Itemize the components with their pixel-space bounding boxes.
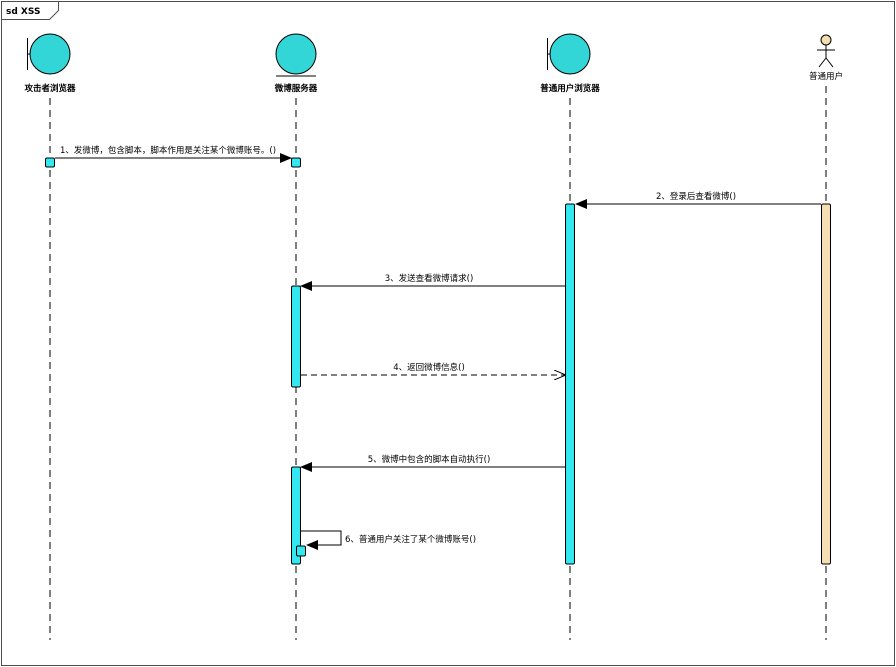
lifeline-label-server: 微博服务器 bbox=[274, 83, 318, 94]
message-label: 2、登录后查看微博() bbox=[656, 191, 736, 202]
activations bbox=[45, 157, 831, 565]
message-4: 4、返回微博信息() bbox=[301, 362, 565, 375]
lifeline-label-attacker: 攻击者浏览器 bbox=[24, 83, 76, 94]
entity-icon bbox=[275, 33, 317, 77]
message-2: 2、登录后查看微博() bbox=[575, 191, 821, 209]
boundary-icon bbox=[547, 33, 591, 75]
message-label: 6、普通用户关注了某个微博账号() bbox=[345, 534, 476, 545]
boundary-icon bbox=[27, 33, 71, 75]
message-arrow bbox=[301, 530, 342, 550]
lifeline-server: 微博服务器 bbox=[274, 33, 318, 640]
message-3: 3、发送查看微博请求() bbox=[300, 273, 565, 291]
message-label: 1、发微博，包含脚本，脚本作用是关注某个微博账号。() bbox=[60, 145, 276, 156]
lifeline-attacker: 攻击者浏览器 bbox=[24, 33, 76, 640]
message-6: 6、普通用户关注了某个微博账号() bbox=[301, 530, 476, 550]
activation-victim-browser bbox=[565, 203, 575, 565]
actor-icon bbox=[817, 34, 835, 68]
message-label: 5、微博中包含的脚本自动执行() bbox=[368, 454, 491, 465]
activation-user bbox=[821, 203, 831, 565]
message-5: 5、微博中包含的脚本自动执行() bbox=[300, 454, 565, 472]
message-label: 3、发送查看微博请求() bbox=[385, 273, 474, 284]
activation-server-3 bbox=[291, 466, 301, 565]
lifeline-label-victim-browser: 普通用户浏览器 bbox=[540, 83, 600, 94]
message-1: 1、发微博，包含脚本，脚本作用是关注某个微博账号。() bbox=[55, 145, 292, 163]
activation-attacker-1 bbox=[45, 157, 55, 168]
activation-server-self bbox=[296, 545, 306, 557]
lifeline-label-user: 普通用户 bbox=[809, 71, 843, 82]
activation-server-2 bbox=[291, 285, 301, 388]
message-label: 4、返回微博信息() bbox=[393, 362, 465, 373]
frame-title: sd XSS bbox=[6, 7, 40, 17]
activation-server-1 bbox=[291, 157, 301, 168]
